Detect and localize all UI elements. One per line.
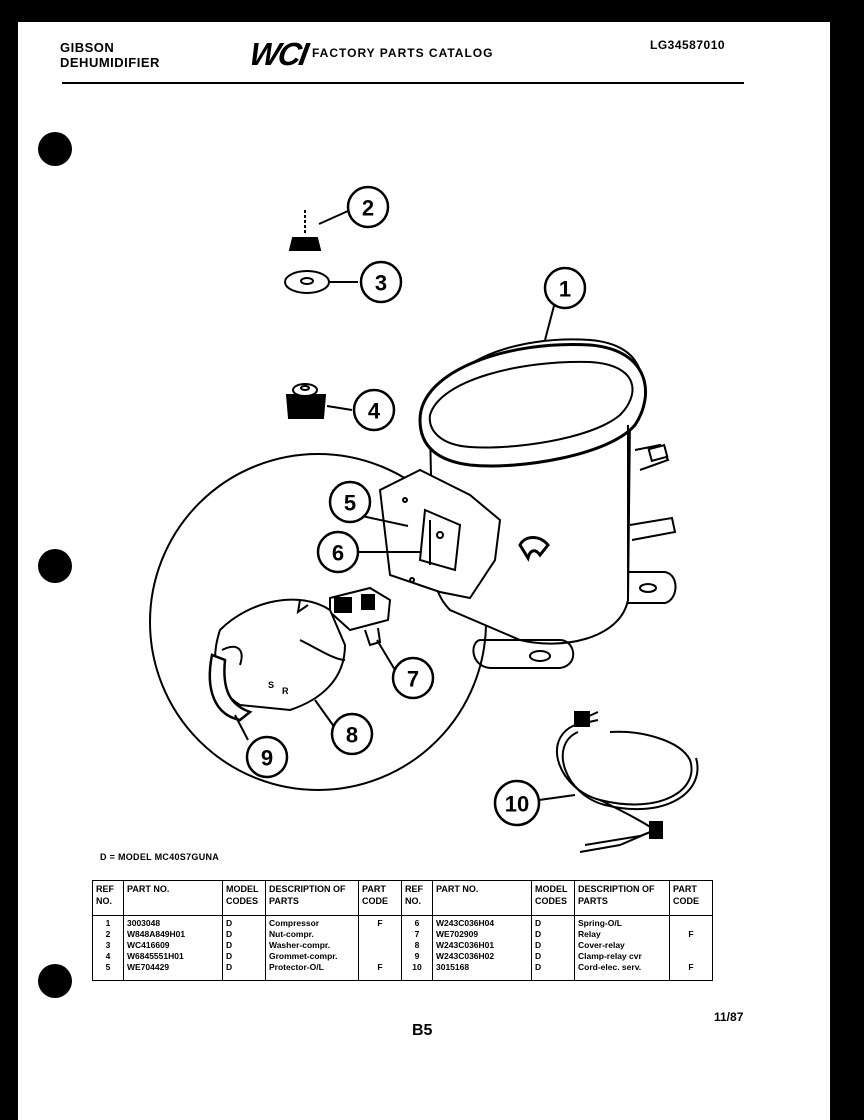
- clamp-drawing: [208, 645, 253, 722]
- catalog-code: LG34587010: [650, 38, 726, 52]
- col-model-codes: MODEL CODES: [222, 880, 266, 916]
- parts-table: REF NO. PART NO. MODEL CODES DESCRIPTION…: [92, 880, 713, 981]
- callout-3: [359, 260, 403, 304]
- col-description-2: DESCRIPTION OF PARTS: [574, 880, 670, 916]
- scan-mark: [0, 292, 14, 314]
- callout-2: [346, 185, 390, 229]
- scan-mark: [0, 480, 10, 494]
- callout-8: [330, 712, 374, 756]
- callout-6-label: 6: [332, 541, 344, 566]
- scan-mark: [0, 270, 18, 273]
- callout-3-label: 3: [375, 271, 387, 296]
- callout-7-label: 7: [407, 667, 419, 692]
- col-part-code: PART CODE: [358, 880, 402, 916]
- callout-5-label: 5: [344, 491, 356, 516]
- callout-9-label: 9: [261, 746, 273, 771]
- callout-1: [543, 266, 587, 310]
- punch-hole: [38, 549, 72, 583]
- punch-hole: [38, 964, 72, 998]
- col-part-code-2: PART CODE: [669, 880, 713, 916]
- col-ref-no: REF NO.: [92, 880, 124, 916]
- header-rule: [62, 82, 744, 84]
- col-part-no-2: PART NO.: [432, 880, 532, 916]
- product-name: DEHUMIDIFIER: [60, 55, 160, 70]
- cover-label-r: R: [282, 686, 289, 696]
- callout-9: [245, 735, 289, 779]
- grommet-drawing: [285, 383, 327, 419]
- scan-mark: [0, 525, 10, 551]
- callout-5: [328, 480, 372, 524]
- punch-hole: [38, 132, 72, 166]
- page-number: B5: [412, 1022, 433, 1039]
- catalog-date: 11/87: [714, 1010, 744, 1024]
- code-cell: F F: [358, 915, 402, 981]
- header-brand-block: GIBSON DEHUMIDIFIER: [60, 40, 160, 70]
- callout-10-label: 10: [505, 792, 529, 817]
- nut-drawing: [288, 210, 322, 251]
- catalog-title: FACTORY PARTS CATALOG: [312, 46, 494, 60]
- compressor-drawing: [378, 338, 677, 669]
- relay-cover-drawing: [214, 598, 347, 712]
- washer-drawing: [284, 270, 330, 294]
- callout-1-label: 1: [559, 277, 571, 302]
- code-cell-2: F F: [669, 915, 713, 981]
- model-legend: D = MODEL MC40S7GUNA: [100, 852, 220, 862]
- callout-6: [316, 530, 360, 574]
- col-part-no: PART NO.: [123, 880, 223, 916]
- col-model-codes-2: MODEL CODES: [531, 880, 575, 916]
- relay-drawing: [329, 586, 392, 647]
- col-ref-no-2: REF NO.: [401, 880, 433, 916]
- callout-4-label: 4: [368, 399, 381, 424]
- brand-name: GIBSON: [60, 40, 115, 55]
- callout-8-label: 8: [346, 723, 358, 748]
- scan-mark: [0, 506, 10, 518]
- callout-7: [391, 656, 435, 700]
- callout-4: [352, 388, 396, 432]
- cover-label-s: S: [268, 680, 274, 690]
- table-header-row: REF NO. PART NO. MODEL CODES DESCRIPTION…: [92, 880, 713, 916]
- callout-10: [493, 779, 541, 827]
- col-description: DESCRIPTION OF PARTS: [265, 880, 359, 916]
- callout-2-label: 2: [362, 196, 374, 221]
- power-cord-drawing: [556, 711, 699, 853]
